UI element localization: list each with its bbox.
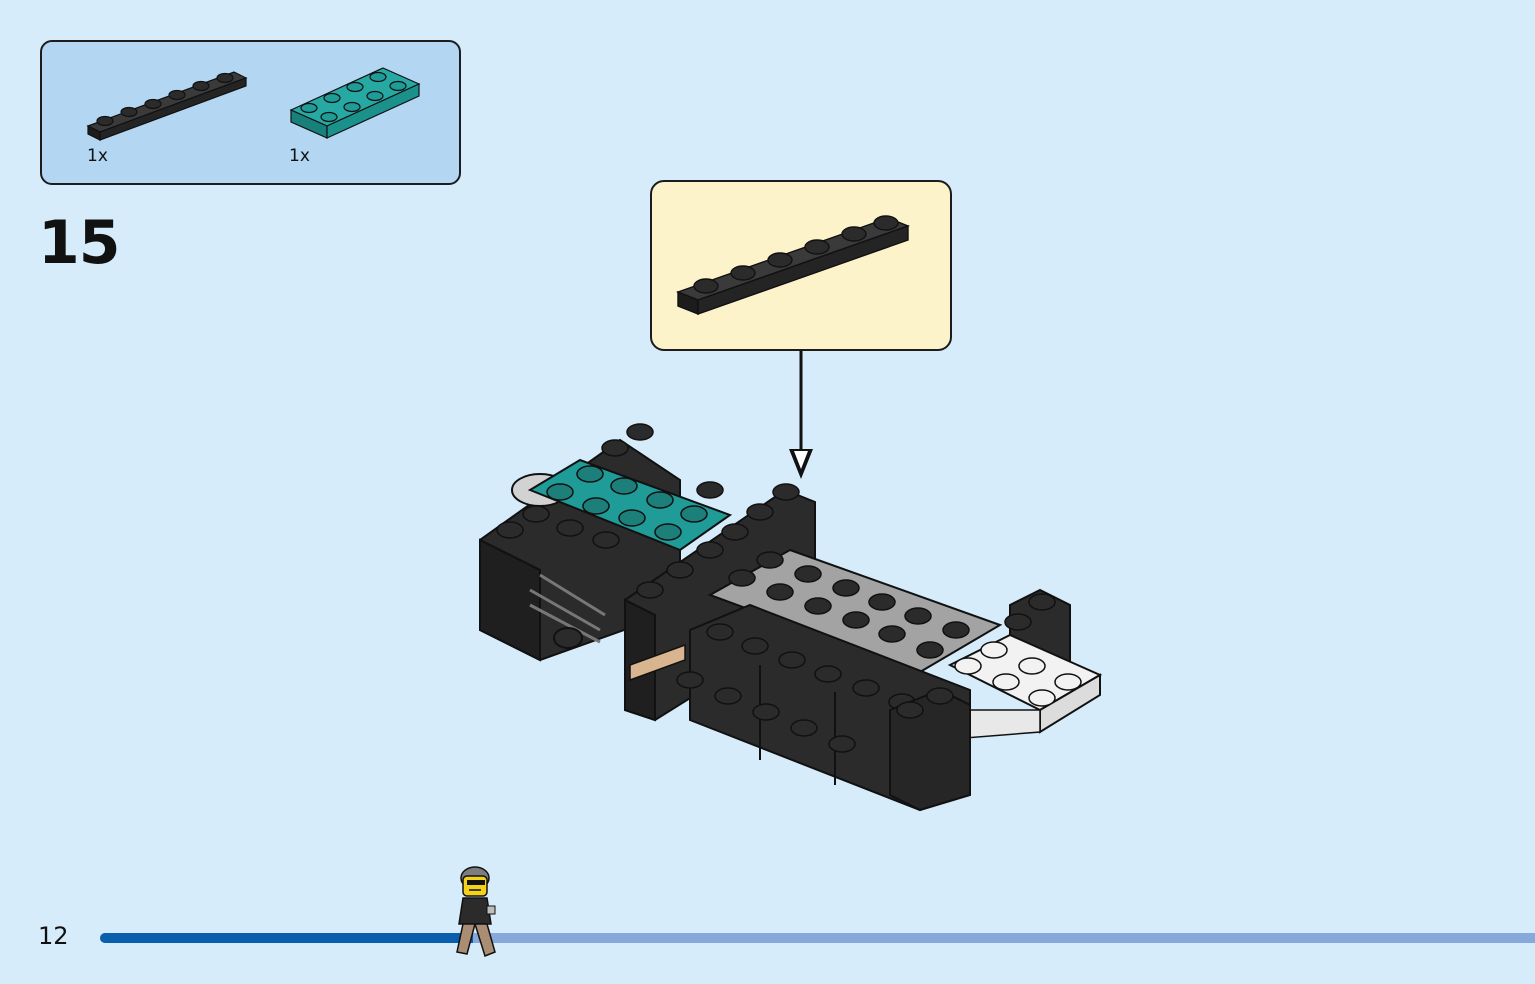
progress-bar (100, 933, 1535, 943)
assembly-model (479, 423, 1103, 812)
step-number: 15 (38, 208, 120, 278)
page-number: 12 (38, 922, 69, 950)
part-quantity-1: 1x (87, 146, 108, 166)
part-quantity-2: 1x (289, 146, 310, 166)
walking-minifigure-icon (456, 866, 496, 957)
parts-list-box: 1x 1x (40, 40, 461, 185)
plate-2x4-teal-icon (289, 67, 421, 139)
arrow-down-icon (789, 351, 813, 479)
plate-1x6-callout-icon (676, 215, 910, 316)
new-part-callout (650, 180, 952, 351)
progress-fill (100, 933, 473, 943)
plate-1x6-black-icon (86, 71, 248, 141)
